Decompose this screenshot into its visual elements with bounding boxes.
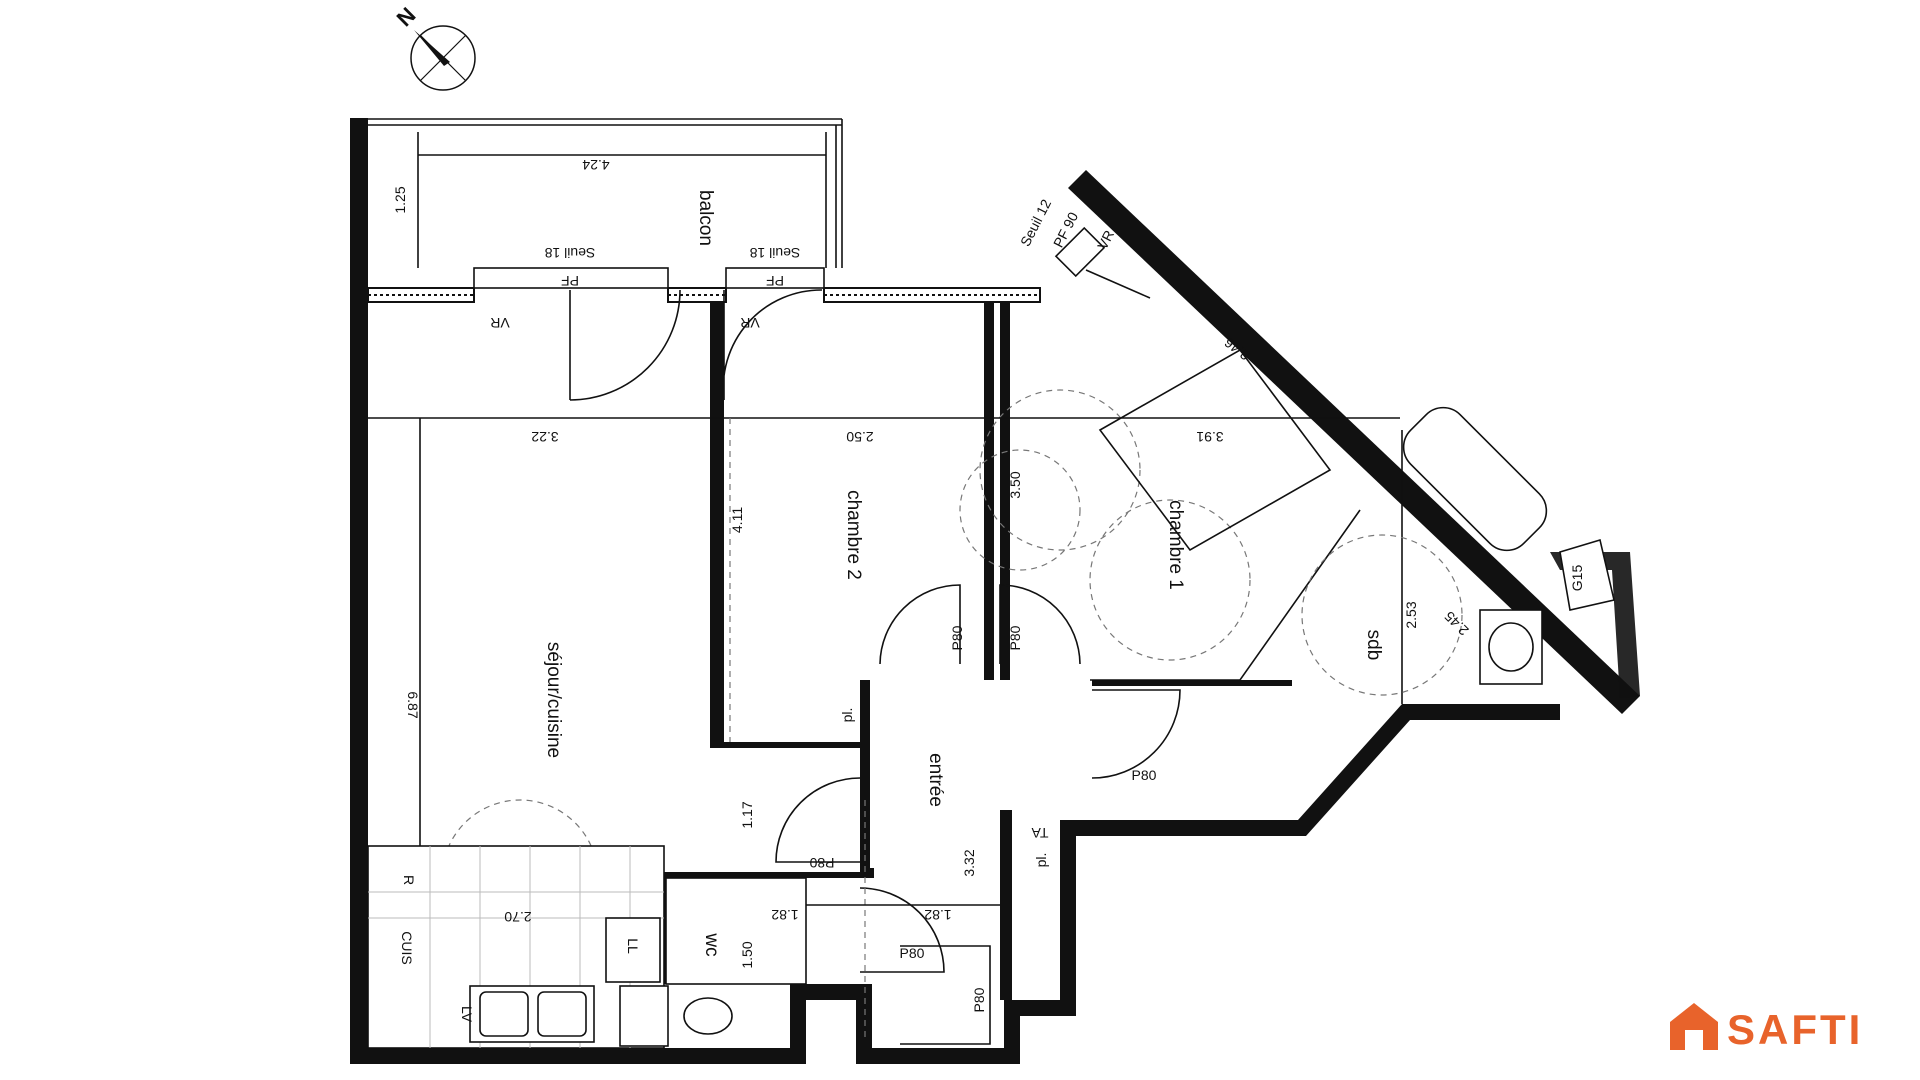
code-pf-a: PF <box>561 273 579 289</box>
exterior-walls <box>350 170 1640 1064</box>
dim-chambre2-length: 4.11 <box>729 507 745 533</box>
code-vr-b: VR <box>740 315 759 331</box>
dim-chambre2-width: 2.50 <box>846 429 873 445</box>
dim-sejour-width: 3.22 <box>531 429 558 445</box>
code-seuil18-a: Seuil 18 <box>544 245 595 261</box>
wc-fixtures <box>619 877 807 1047</box>
bed-outline <box>1098 348 1332 552</box>
facade-wall <box>367 226 1106 303</box>
dishwasher <box>605 917 661 983</box>
dim-balcon-depth: 1.25 <box>392 186 408 213</box>
room-sdb: sdb <box>1363 630 1384 661</box>
north-arrow-icon <box>414 30 450 66</box>
code-p80-sdb: P80 <box>1132 767 1157 783</box>
dim-entree-width: 1.82 <box>924 907 951 923</box>
code-seuil12: Seuil 12 <box>1017 196 1054 249</box>
compass: N <box>392 2 476 91</box>
code-vr-c: VR <box>1094 227 1117 252</box>
north-label: N <box>392 2 421 31</box>
balcony <box>350 118 843 268</box>
dim-wc-width: 1.82 <box>771 907 798 923</box>
safti-logo: SAFTI <box>1665 1004 1863 1056</box>
bathroom-fixtures <box>1402 406 1615 685</box>
code-p80-ch2: P80 <box>949 625 965 650</box>
dim-sejour-length: 6.87 <box>405 691 421 718</box>
door-swings <box>569 269 1181 1045</box>
safti-logo-text: SAFTI <box>1727 1006 1864 1053</box>
dim-sdb-b: 2.45 <box>1441 608 1472 639</box>
code-vr-a: VR <box>490 315 509 331</box>
code-g15: G15 <box>1569 565 1585 592</box>
room-entree: entrée <box>925 753 946 807</box>
code-p80-ch1: P80 <box>1007 625 1023 650</box>
code-pl-a: pl. <box>839 708 855 723</box>
code-seuil18-b: Seuil 18 <box>749 245 800 261</box>
dim-balcon-width: 4.24 <box>582 157 609 173</box>
dim-cuisine-width: 2.70 <box>504 909 531 925</box>
room-cuis: CUIS <box>399 931 415 964</box>
dim-chambre1-width: 3.91 <box>1196 429 1223 445</box>
dim-sdb-a: 2.53 <box>1403 601 1419 628</box>
code-r: R <box>401 875 417 885</box>
code-pl-b: pl. <box>1033 853 1049 868</box>
dim-placard-height: 1.17 <box>739 801 755 828</box>
room-balcon: balcon <box>695 190 716 246</box>
code-pf-b: PF <box>766 273 784 289</box>
code-ll: LL <box>625 938 641 954</box>
dim-chambre1-depth: 3.50 <box>1007 471 1023 498</box>
safti-house-icon <box>1670 1003 1718 1050</box>
dim-wc-length: 1.50 <box>739 941 755 968</box>
code-ta: TA <box>1031 825 1049 841</box>
room-wc: wc <box>701 932 722 956</box>
code-p80-entry: P80 <box>971 987 987 1012</box>
dim-entree-length: 3.32 <box>961 849 977 876</box>
room-chambre2: chambre 2 <box>843 490 864 580</box>
bathtub <box>1402 406 1548 552</box>
code-lv: LV <box>459 1006 475 1023</box>
kitchen <box>367 845 665 1049</box>
code-p80-wc: P80 <box>900 945 925 961</box>
room-sejour: séjour/cuisine <box>543 642 564 758</box>
room-chambre1: chambre 1 <box>1165 500 1186 590</box>
code-p80-pl: P80 <box>809 855 834 871</box>
